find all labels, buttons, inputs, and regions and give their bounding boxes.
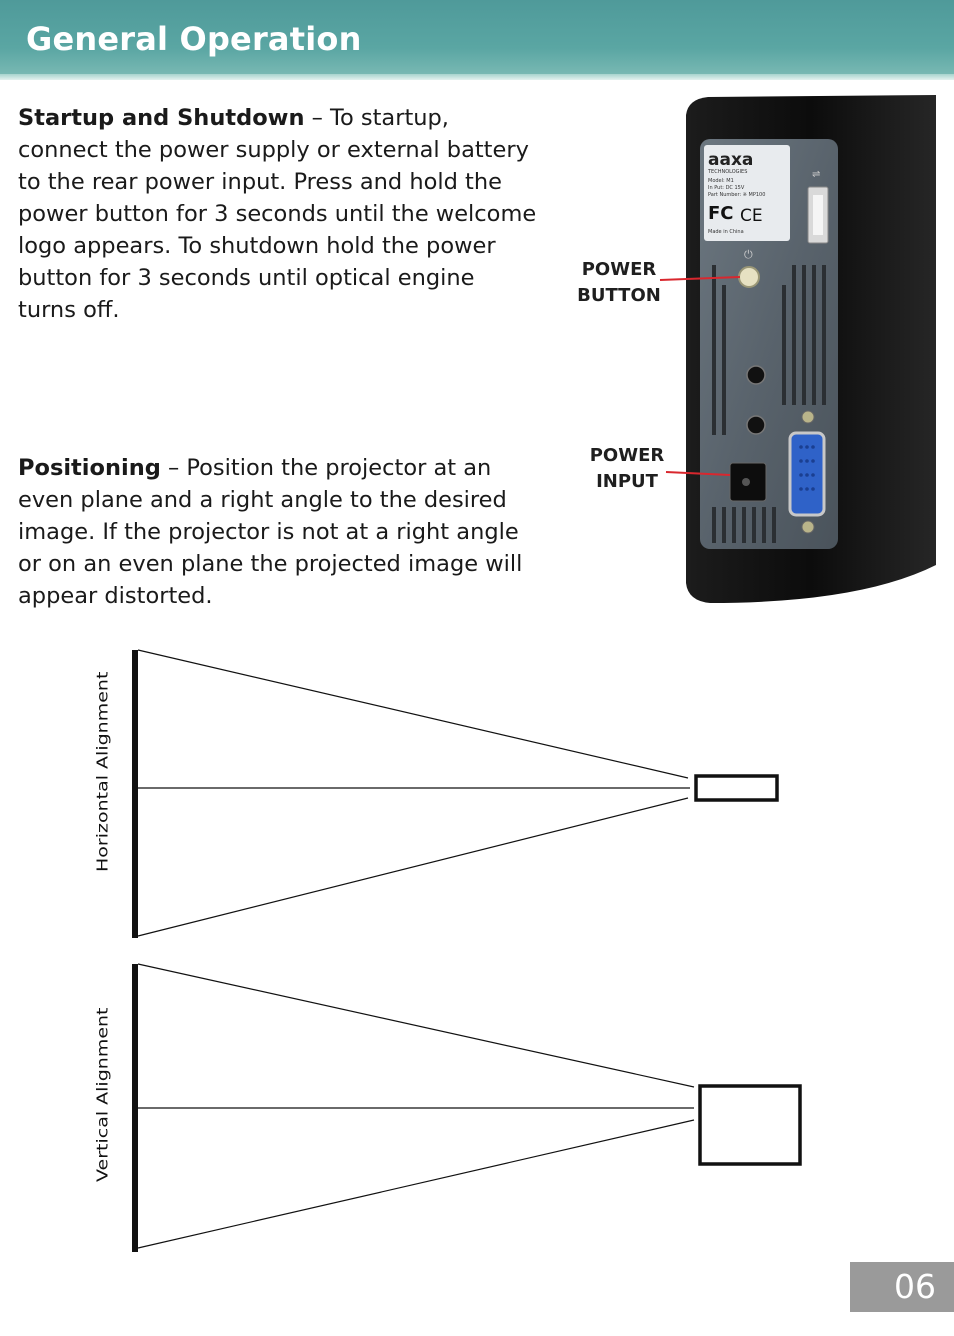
projection-ray <box>137 797 689 937</box>
vertical-alignment-label: Vertical Alignment <box>94 1007 112 1182</box>
power-button-callout: POWER BUTTON <box>576 257 662 309</box>
power-input-callout-line <box>665 471 731 476</box>
startup-shutdown-paragraph: Startup and Shutdown – To startup, conne… <box>18 102 538 326</box>
ce-mark: CE <box>740 206 763 226</box>
callout-input-line2: INPUT <box>596 471 658 492</box>
input-text: In Put: DC 15V <box>708 185 745 191</box>
callout-input-line1: POWER <box>589 445 665 466</box>
power-symbol-icon: ⏻ <box>744 248 753 261</box>
positioning-paragraph: Positioning – Position the projector at … <box>18 452 548 612</box>
projector-box <box>698 1084 802 1166</box>
power-button <box>738 266 760 288</box>
page-title: General Operation <box>26 20 362 58</box>
spec-label <box>704 145 790 241</box>
startup-heading: Startup and Shutdown <box>18 105 305 131</box>
brand-sub-text: TECHNOLOGIES <box>707 169 747 175</box>
vga-screw <box>801 520 815 534</box>
projection-ray <box>137 649 689 779</box>
positioning-heading: Positioning <box>18 455 161 481</box>
power-button-callout-line <box>659 276 741 281</box>
projector-rear-photo: aaxa TECHNOLOGIES Model: M1 In Put: DC 1… <box>659 95 936 603</box>
vertical-alignment-figure <box>132 963 802 1252</box>
callout-button-line2: BUTTON <box>577 285 661 306</box>
callout-button-line1: POWER <box>581 259 657 280</box>
positioning-body: – Position the projector at an even plan… <box>18 455 523 609</box>
power-input-callout: POWER INPUT <box>584 443 670 495</box>
made-in-text: Made in China <box>708 229 744 235</box>
alignment-diagram <box>132 649 802 1252</box>
model-text: Model: M1 <box>708 178 734 184</box>
projection-ray <box>137 1119 695 1249</box>
brand-logo-text: aaxa <box>708 150 753 170</box>
page-number: 06 <box>850 1262 954 1312</box>
projector-box <box>694 774 779 802</box>
audio-jack <box>746 365 766 385</box>
vga-screw <box>801 410 815 424</box>
fc-mark: FC <box>708 203 734 224</box>
page-header: General Operation <box>0 0 954 80</box>
audio-jack <box>746 415 766 435</box>
horizontal-alignment-label: Horizontal Alignment <box>94 671 112 872</box>
part-text: Part Number: ※ MP100 <box>708 192 765 198</box>
horizontal-alignment-figure <box>132 649 779 938</box>
projection-ray <box>137 963 695 1088</box>
usb-icon: ⇌ <box>812 169 820 180</box>
vent-slots <box>712 265 826 543</box>
startup-body: – To startup, connect the power supply o… <box>18 105 537 323</box>
